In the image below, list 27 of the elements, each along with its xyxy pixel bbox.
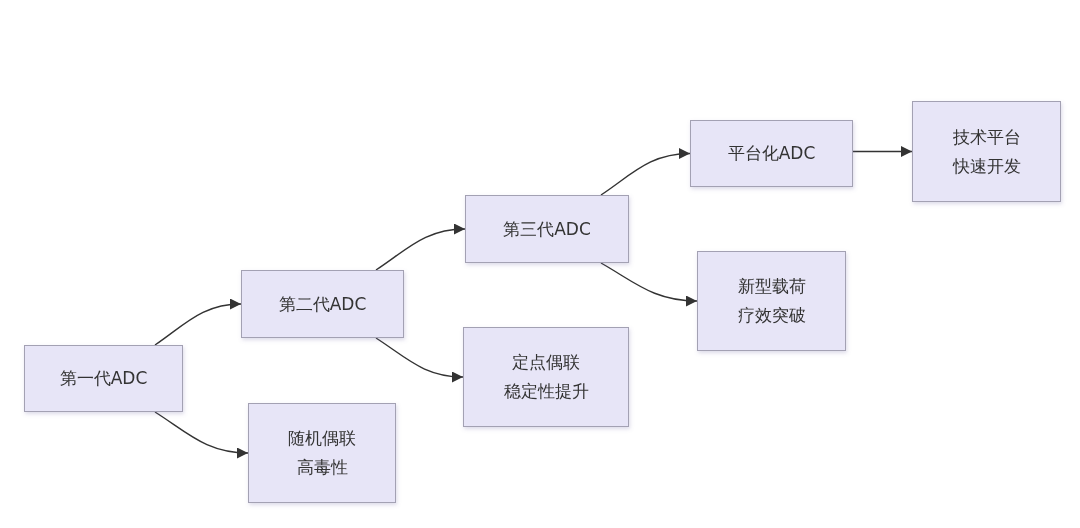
node-label: 高毒性 <box>296 456 348 479</box>
process-box <box>465 195 629 263</box>
arrow <box>375 337 464 383</box>
node-label: 随机偶联 <box>288 427 356 450</box>
node-label: 定点偶联 <box>512 351 580 374</box>
arrow <box>375 224 466 271</box>
arrow <box>600 148 691 196</box>
process-box <box>912 101 1061 202</box>
node-label: 疗效突破 <box>737 304 806 327</box>
arrow <box>852 146 913 157</box>
node-label: 稳定性提升 <box>503 380 589 403</box>
arrow <box>600 262 698 307</box>
process-box <box>24 345 183 412</box>
node-label: 技术平台 <box>952 125 1021 149</box>
node-label: 新型载荷 <box>737 275 806 298</box>
process-box <box>697 251 846 351</box>
node-label: 第三代ADC <box>503 217 591 241</box>
node-label: 平台化ADC <box>727 142 816 165</box>
process-box <box>690 120 853 187</box>
process-box <box>241 270 404 338</box>
arrow <box>154 411 249 459</box>
node-label: 第一代ADC <box>59 367 148 390</box>
node-label: 快速开发 <box>952 154 1021 178</box>
arrow <box>154 299 242 346</box>
process-box <box>463 327 629 427</box>
node-label: 第二代ADC <box>278 292 367 316</box>
process-box <box>248 403 396 503</box>
